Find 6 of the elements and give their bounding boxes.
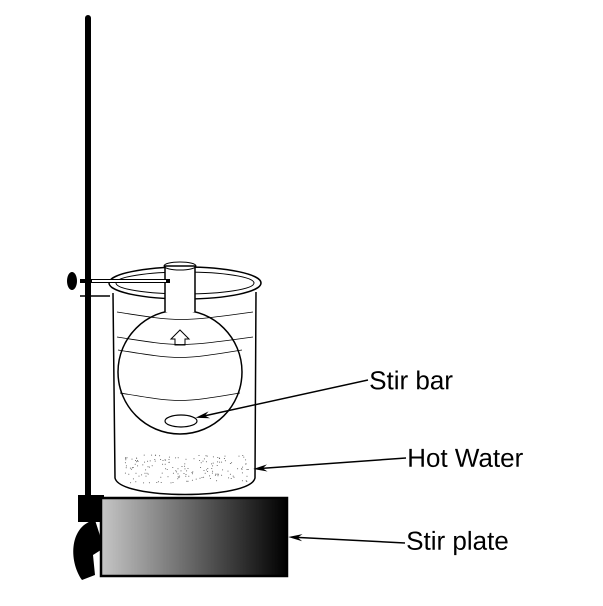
label-text: Stir bar [370, 370, 453, 390]
label-text: Stir plate [407, 530, 508, 556]
stir-plate [100, 496, 288, 578]
label-text: Hot Water [409, 448, 523, 468]
stir-bar [164, 414, 198, 428]
water-stipple [124, 454, 249, 484]
